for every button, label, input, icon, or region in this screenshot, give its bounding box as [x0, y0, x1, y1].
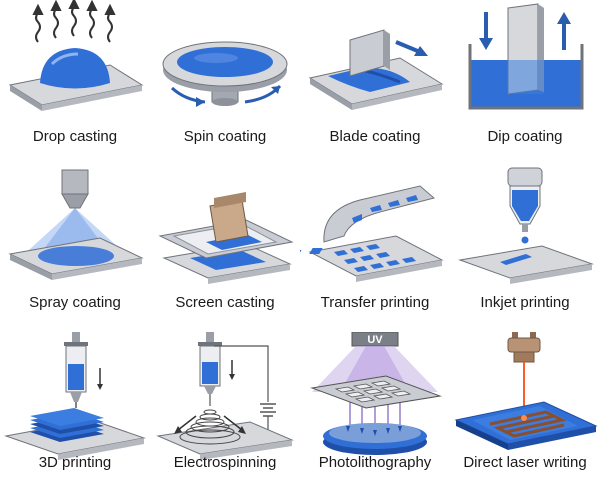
- direct-laser-writing-illustration: [454, 332, 598, 450]
- photolithography-panel: UV Photo: [300, 332, 450, 500]
- process-label: Screen casting: [175, 294, 275, 311]
- blade-direction-arrow-icon: [414, 46, 428, 56]
- screen-casting-illustration: [158, 192, 294, 284]
- printed-pads: [300, 248, 323, 256]
- spray-coating-panel: Spray coating: [0, 166, 150, 332]
- transfer-printing-panel: Transfer printing: [300, 166, 450, 332]
- up-arrow-icon: [557, 12, 571, 24]
- blade-coating-illustration: [308, 29, 444, 110]
- process-label: Spin coating: [183, 128, 267, 145]
- drop-casting-illustration: [8, 0, 144, 111]
- spin-coating-panel: Spin coating: [150, 0, 300, 166]
- process-label: Drop casting: [32, 128, 118, 145]
- uv-label: UV: [367, 334, 383, 346]
- inkjet-printing-panel: Inkjet printing: [450, 166, 600, 332]
- ink-droplet-icon: [521, 236, 529, 244]
- inkjet-printing-illustration: [458, 167, 594, 284]
- electrospinning-panel: Electrospinning: [150, 332, 300, 500]
- dip-coating-illustration: [468, 3, 584, 110]
- process-label: Photolithography: [318, 454, 432, 471]
- direct-laser-writing-panel: Direct laser writing: [450, 332, 600, 500]
- process-label: 3D printing: [38, 454, 112, 471]
- 3d-printing-illustration: [4, 332, 146, 460]
- spray-coating-illustration: [8, 169, 144, 280]
- drop-casting-panel: Drop casting: [0, 0, 150, 166]
- printed-stack: [30, 408, 104, 442]
- laser-written-trace: [489, 410, 567, 438]
- process-label: Direct laser writing: [463, 454, 587, 471]
- process-label: Inkjet printing: [480, 294, 570, 311]
- process-label: Electrospinning: [173, 454, 277, 471]
- photomask-grid: [334, 380, 412, 403]
- blade-coating-panel: Blade coating: [300, 0, 450, 166]
- process-label: Blade coating: [329, 128, 421, 145]
- evaporation-arrows-icon: [32, 0, 116, 43]
- dip-coating-panel: Dip coating: [450, 0, 600, 166]
- photolithography-illustration: UV: [310, 332, 442, 455]
- transfer-printing-illustration: [300, 185, 444, 282]
- fiber-spiral: [179, 409, 241, 445]
- electrospinning-illustration: [156, 332, 294, 460]
- process-label: Spray coating: [29, 294, 121, 311]
- process-label: Transfer printing: [320, 294, 430, 311]
- spin-coating-illustration: [162, 41, 288, 107]
- down-arrow-icon: [479, 38, 493, 50]
- 3d-printing-panel: 3D printing: [0, 332, 150, 500]
- screen-casting-panel: Screen casting: [150, 166, 300, 332]
- process-label: Dip coating: [487, 128, 563, 145]
